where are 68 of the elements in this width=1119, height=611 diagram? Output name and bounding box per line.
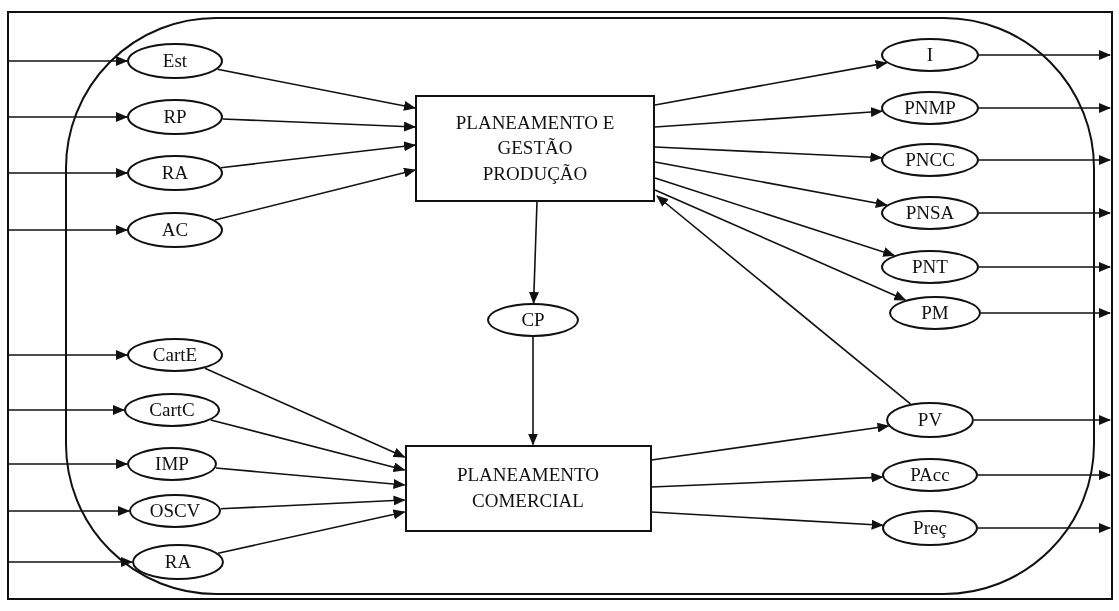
node-label: PNT	[912, 256, 948, 278]
node-label: CartE	[152, 344, 198, 366]
arrow	[978, 208, 1111, 218]
node-label: PLANEAMENTO E GESTÃO PRODUÇÃO	[454, 110, 616, 186]
arrow	[654, 59, 888, 106]
arrow	[650, 472, 884, 488]
arrow	[977, 523, 1111, 533]
ellipse-node	[124, 393, 220, 427]
ellipse-node	[881, 38, 979, 72]
arrow	[210, 419, 406, 473]
node-label: RA	[164, 551, 192, 573]
arrow	[214, 167, 416, 221]
arrow	[7, 350, 128, 360]
arrow	[978, 50, 1111, 60]
node-label: CP	[521, 309, 545, 331]
process-box	[415, 94, 655, 202]
arrow	[528, 200, 539, 304]
arrow	[650, 511, 884, 530]
arrow	[654, 107, 883, 128]
arrow	[220, 141, 416, 169]
node-label: OSCV	[149, 500, 201, 522]
ellipse-node	[127, 212, 223, 248]
arrow	[654, 177, 896, 257]
arrow	[7, 405, 125, 415]
arrow	[7, 112, 128, 122]
arrow	[980, 308, 1111, 318]
node-label: CartC	[149, 399, 195, 421]
arrow	[656, 195, 912, 405]
node-label: Preç	[913, 517, 947, 539]
arrow	[978, 103, 1111, 113]
node-label: PV	[917, 409, 943, 431]
node-label: PM	[921, 302, 949, 324]
node-label: PNSA	[905, 202, 955, 224]
arrow	[215, 467, 406, 489]
ellipse-node	[132, 544, 224, 580]
ellipse-node	[881, 196, 979, 230]
arrow	[528, 336, 538, 446]
ellipse-node	[127, 43, 223, 79]
node-label: Est	[162, 50, 188, 72]
arrow	[221, 118, 416, 132]
node-label: IMP	[155, 453, 189, 475]
arrow	[219, 495, 406, 510]
arrow	[977, 470, 1111, 480]
ellipse-node	[886, 402, 974, 438]
node-label: PAcc	[910, 464, 950, 486]
node-label: AC	[161, 219, 189, 241]
arrow	[7, 557, 133, 567]
node-label: PNCC	[905, 149, 955, 171]
arrow	[978, 262, 1111, 272]
arrow	[978, 155, 1111, 165]
node-label: RA	[161, 162, 189, 184]
arrow	[7, 168, 128, 178]
arrow	[973, 415, 1111, 425]
arrow	[216, 68, 416, 111]
arrow	[7, 56, 128, 66]
arrow	[7, 225, 128, 235]
arrow	[217, 509, 406, 554]
arrow	[654, 161, 888, 208]
arrow	[7, 459, 128, 469]
arrow	[7, 506, 130, 516]
node-label: PNMP	[904, 97, 956, 119]
node-label: PLANEAMENTO COMERCIAL	[455, 463, 601, 513]
arrow	[654, 189, 907, 301]
ellipse-node	[881, 250, 979, 284]
node-label: I	[926, 44, 934, 66]
node-label: RP	[163, 106, 187, 128]
arrow	[654, 146, 883, 163]
process-box	[404, 444, 652, 532]
